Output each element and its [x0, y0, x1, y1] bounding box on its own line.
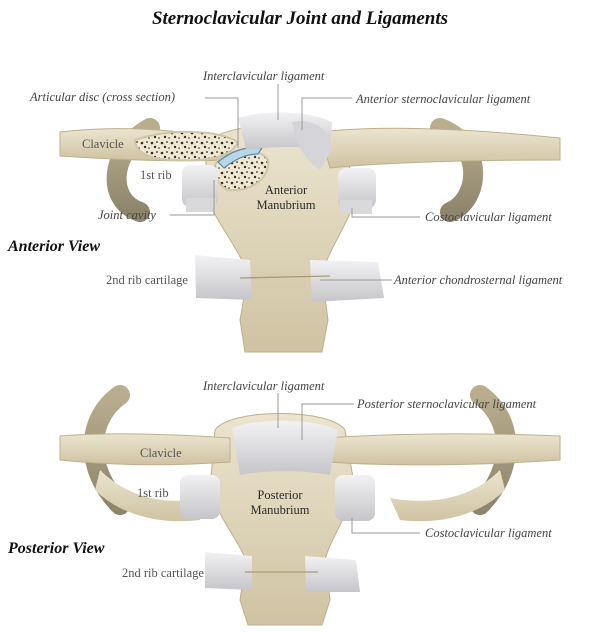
posterior-second-rib-right	[305, 556, 360, 592]
articular-disc-label: Articular disc (cross section)	[30, 90, 176, 104]
anterior-second-rib-label: 2nd rib cartilage	[106, 273, 188, 287]
posterior-sc-ligament-label: Posterior sternoclavicular ligament	[357, 397, 537, 411]
anterior-view-label: Anterior View	[8, 238, 101, 255]
posterior-drawing	[59, 385, 561, 626]
joint-cavity-label: Joint cavity	[98, 208, 156, 222]
anterior-sc-ligament-shape	[292, 121, 332, 170]
leader-posterior-sc	[301, 403, 354, 440]
costoclavicular-block-right	[340, 200, 372, 214]
leader-articular-disc	[205, 97, 239, 148]
posterior-manubrium-label: Posterior Manubrium	[232, 488, 328, 518]
leader-anterior-sc	[301, 97, 352, 130]
second-rib-cartilage-right	[310, 260, 384, 302]
anterior-manubrium-line2: Manubrium	[256, 198, 316, 212]
posterior-interclavicular-ligament-shape	[232, 420, 338, 475]
anterior-sc-ligament-label: Anterior sternoclavicular ligament	[356, 92, 531, 106]
posterior-first-rib-cartilage-right	[335, 475, 375, 521]
posterior-first-rib-left	[95, 470, 200, 522]
posterior-clavicle-label: Clavicle	[140, 446, 182, 460]
posterior-first-rib-right	[390, 470, 505, 522]
posterior-view-label: Posterior View	[8, 540, 105, 557]
posterior-manubrium-line1: Posterior	[257, 488, 303, 502]
posterior-second-rib-label: 2nd rib cartilage	[122, 566, 204, 580]
sternal-angle-line	[239, 275, 331, 279]
posterior-clavicle-right	[324, 433, 561, 466]
leader-lines	[170, 84, 420, 534]
first-rib-cartilage-right	[338, 168, 376, 208]
anterior-chondrosternal-label: Anterior chondrosternal ligament	[394, 273, 563, 287]
leader-posterior-costoclavicular	[351, 518, 420, 534]
posterior-first-rib-label: 1st rib	[137, 486, 169, 500]
anterior-drawing	[59, 112, 561, 353]
posterior-manubrium-line2: Manubrium	[250, 503, 310, 517]
posterior-clavicle-left	[59, 433, 231, 466]
anterior-interclavicular-label: Interclavicular ligament	[203, 69, 325, 83]
anterior-first-rib-label: 1st rib	[140, 168, 172, 182]
anterior-clavicle-right	[319, 127, 561, 169]
anterior-manubrium-label: Anterior Manubrium	[238, 183, 334, 213]
first-rib-cartilage-left	[182, 165, 218, 207]
anterior-clavicle-label: Clavicle	[82, 137, 124, 151]
posterior-second-rib-left	[205, 552, 252, 590]
posterior-costoclavicular-label: Costoclavicular ligament	[425, 526, 552, 540]
posterior-first-rib-cartilage-left	[180, 475, 220, 519]
figure-title: Sternoclavicular Joint and Ligaments	[151, 8, 449, 29]
leader-joint-cavity	[170, 180, 215, 216]
anterior-manubrium-line1: Anterior	[264, 183, 308, 197]
second-rib-cartilage-left	[195, 255, 252, 300]
clavicle-cross-section	[133, 130, 240, 162]
posterior-interclavicular-label: Interclavicular ligament	[203, 379, 325, 393]
articular-disc-shape	[217, 146, 264, 169]
anterior-costoclavicular-label: Costoclavicular ligament	[425, 210, 552, 224]
costoclavicular-block-left	[186, 198, 216, 212]
leader-anterior-costoclavicular	[351, 208, 420, 218]
